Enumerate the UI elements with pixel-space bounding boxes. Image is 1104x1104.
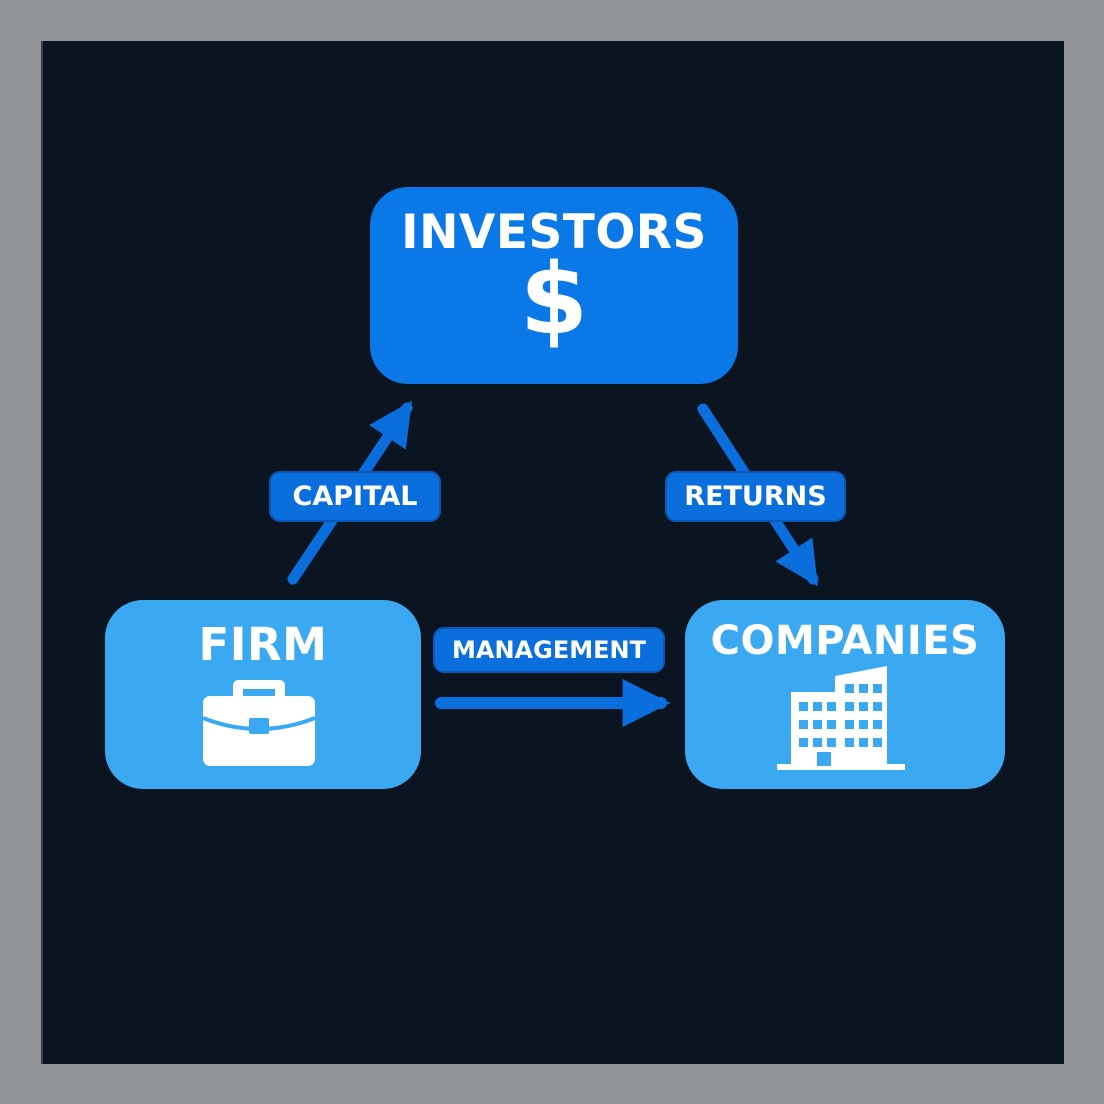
dollar-icon: $ xyxy=(519,243,589,357)
returns-label: RETURNS xyxy=(665,471,846,522)
management-label: MANAGEMENT xyxy=(433,627,665,673)
capital-label: CAPITAL xyxy=(269,471,441,522)
firm-title: FIRM xyxy=(198,618,328,671)
diagram-canvas: INVESTORS $ FIRM COMPANIES xyxy=(41,41,1064,1064)
firm-node: FIRM xyxy=(105,600,421,789)
investors-node: INVESTORS $ xyxy=(370,187,738,384)
briefcase-icon xyxy=(202,680,316,766)
companies-node: COMPANIES xyxy=(685,600,1005,789)
investors-title: INVESTORS xyxy=(401,205,707,260)
companies-title: COMPANIES xyxy=(710,618,980,664)
building-icon xyxy=(777,666,905,770)
